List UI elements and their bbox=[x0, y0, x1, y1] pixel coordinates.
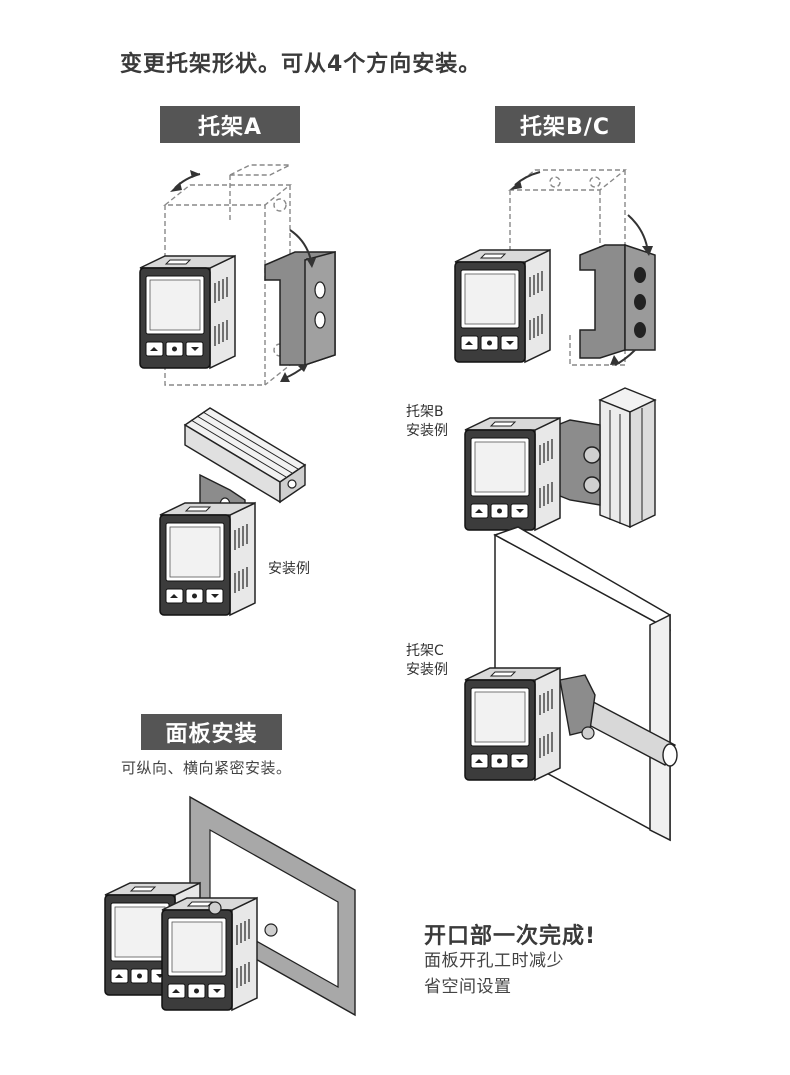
bracket-a-example-caption: 安装例 bbox=[268, 561, 310, 577]
bracket-c-caption-line1: 托架C bbox=[406, 643, 444, 659]
bracket-c-caption: 托架C 安装例 bbox=[406, 642, 448, 680]
panel-mount-illustration bbox=[104, 795, 356, 1017]
bracket-b-caption-line1: 托架B bbox=[406, 404, 444, 420]
bracket-bc-illustration bbox=[454, 169, 656, 366]
bracket-b-caption-line2: 安装例 bbox=[406, 423, 448, 439]
bracket-c-caption-line2: 安装例 bbox=[406, 662, 448, 678]
promo-line-1: 面板开孔工时减少 bbox=[424, 951, 564, 971]
promo-title: 开口部一次完成! bbox=[424, 924, 597, 949]
bracket-bc-tag: 托架B/C bbox=[495, 106, 635, 143]
bracket-c-example-illustration bbox=[464, 526, 678, 842]
rail-mount-illustration bbox=[159, 407, 307, 616]
panel-mount-tag: 面板安装 bbox=[141, 714, 282, 750]
panel-mount-subtitle: 可纵向、横向紧密安装。 bbox=[121, 759, 292, 777]
bracket-a-illustration bbox=[139, 164, 336, 386]
bracket-b-example-illustration bbox=[464, 387, 657, 531]
bracket-a-tag: 托架A bbox=[160, 106, 300, 143]
bracket-b-caption: 托架B 安装例 bbox=[406, 403, 448, 441]
promo-line-2: 省空间设置 bbox=[424, 977, 512, 997]
page-title: 变更托架形状。可从4个方向安装。 bbox=[120, 52, 482, 77]
